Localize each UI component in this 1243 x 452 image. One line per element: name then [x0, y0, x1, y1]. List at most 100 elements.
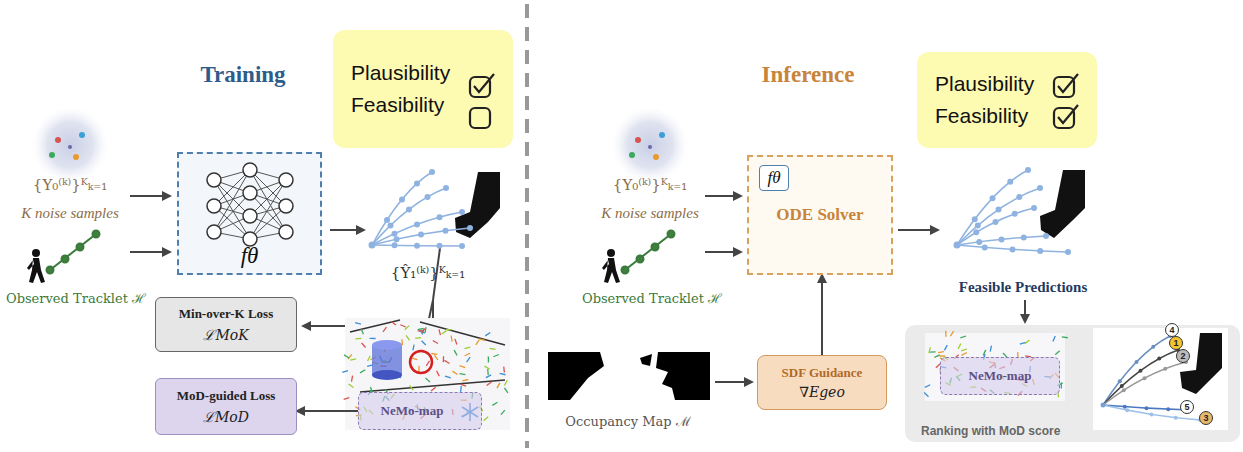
stroke — [957, 236, 1046, 245]
stroke — [437, 214, 443, 220]
caption: Feasible Predictions — [959, 279, 1087, 296]
stroke — [450, 336, 452, 342]
highlight-circle — [410, 351, 432, 373]
map-bg — [345, 318, 510, 430]
flow-field — [924, 331, 1068, 398]
stroke — [1016, 194, 1022, 200]
trajectory-fan — [1101, 334, 1203, 422]
math-label: {Ŷ₁⁽ᵏ⁾}ᴷₖ₌₁ — [391, 264, 465, 282]
stroke — [437, 371, 440, 376]
stroke — [1031, 205, 1037, 211]
cylinder — [372, 340, 402, 380]
stroke — [950, 331, 953, 336]
neuron — [279, 225, 293, 239]
stroke — [1053, 336, 1055, 341]
stroke — [454, 350, 457, 355]
stroke — [954, 242, 961, 249]
stroke — [957, 245, 1068, 252]
stroke — [425, 327, 426, 333]
stroke — [433, 340, 438, 343]
stroke — [372, 228, 470, 245]
callout-number: 4 — [1165, 323, 1179, 337]
stroke — [924, 392, 928, 396]
stroke — [476, 340, 479, 345]
stroke — [388, 222, 394, 228]
stroke — [355, 338, 361, 340]
stroke — [1143, 376, 1147, 380]
node-text: Min-over-K Loss — [179, 306, 273, 322]
trajectory-fan — [369, 167, 1072, 255]
neuron — [243, 163, 257, 177]
stroke — [990, 195, 996, 201]
stroke — [490, 348, 496, 350]
stroke — [399, 196, 405, 202]
stroke — [439, 329, 441, 335]
stroke — [484, 366, 489, 369]
caption: K noise samples — [601, 205, 699, 222]
map-box: NeMo-map — [358, 392, 482, 430]
node-text: ∇Egeo — [799, 384, 845, 400]
neuron — [207, 173, 221, 187]
caption: K noise samples — [21, 205, 119, 222]
stroke — [361, 329, 363, 335]
stroke — [1043, 233, 1049, 239]
stroke — [434, 355, 437, 360]
stroke — [1025, 167, 1031, 173]
stroke — [459, 243, 465, 249]
node-text: ℒMoD — [203, 407, 249, 426]
stroke — [369, 242, 376, 249]
box-bg — [177, 152, 322, 275]
stroke — [415, 337, 421, 339]
stroke — [504, 388, 507, 393]
stroke — [492, 402, 497, 405]
stroke — [484, 417, 488, 421]
callout-number: 2 — [1176, 349, 1190, 363]
callout-number: 1 — [1169, 336, 1183, 350]
node-text: Feasibility — [351, 93, 444, 117]
stroke — [342, 371, 348, 373]
stroke — [464, 347, 470, 349]
neuron — [279, 199, 293, 213]
stroke — [1163, 367, 1167, 371]
stroke — [383, 327, 387, 332]
caption: Observed Tracklet ℋ — [6, 289, 146, 307]
stroke — [462, 379, 468, 380]
stroke — [460, 386, 462, 392]
stroke — [367, 365, 373, 367]
stroke — [503, 367, 505, 373]
stroke — [400, 325, 406, 327]
stroke — [1120, 384, 1124, 388]
stroke — [929, 347, 931, 353]
stroke — [422, 341, 426, 345]
stroke — [504, 380, 507, 385]
stroke — [410, 385, 414, 390]
stroke — [406, 206, 412, 212]
ranking-panel: Ranking with MoD scoreNeMo-map — [905, 325, 1240, 442]
stroke — [1118, 379, 1122, 383]
stroke — [485, 332, 490, 335]
neuron — [279, 173, 293, 187]
neural-net — [207, 163, 293, 246]
stroke — [479, 339, 485, 340]
stroke — [350, 359, 356, 360]
node-text: Plausibility — [351, 61, 450, 85]
stroke — [372, 212, 462, 245]
obstacle — [1040, 170, 1085, 238]
stroke — [406, 335, 409, 340]
stroke — [1150, 412, 1154, 416]
stroke — [1021, 234, 1027, 240]
stroke — [999, 236, 1005, 242]
stroke — [486, 375, 491, 378]
stroke — [459, 366, 465, 368]
stroke — [414, 180, 420, 186]
loss-box: MoD-guided LossℒMoD — [155, 378, 297, 435]
model-box: fθ — [177, 152, 322, 275]
stroke — [930, 351, 936, 352]
stroke — [437, 243, 443, 249]
stroke — [443, 228, 449, 234]
stroke — [344, 355, 349, 358]
stroke — [351, 376, 352, 382]
stroke — [944, 345, 947, 350]
stroke — [443, 185, 449, 191]
tracklet — [47, 231, 675, 274]
